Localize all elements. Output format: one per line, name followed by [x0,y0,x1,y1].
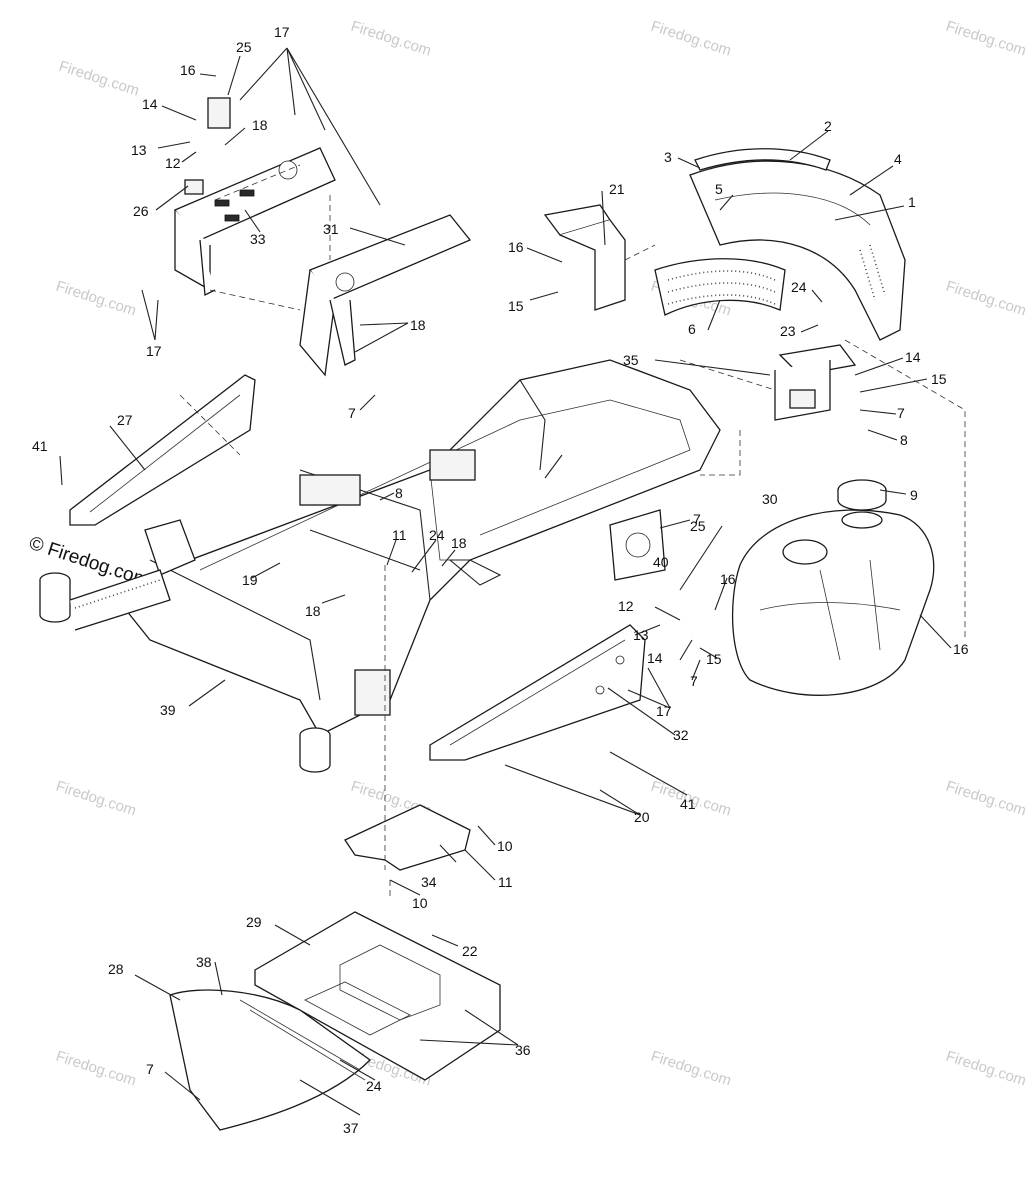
callout-1: 1 [908,194,916,210]
watermark: Firedog.com [649,1048,734,1090]
callout-16: 16 [180,62,196,78]
watermark: Firedog.com [944,778,1025,820]
callout-21: 21 [609,181,625,197]
callout-14: 14 [142,96,158,112]
callout-16: 16 [953,641,969,657]
callout-16: 16 [720,571,736,587]
callout-labels: 1 2 3 4 5 6 7 7 7 7 7 8 8 9 10 10 11 11 … [32,24,969,1136]
side-rail-drawing [69,374,646,761]
callout-34: 34 [421,874,437,890]
callout-41: 41 [32,438,48,454]
bracket-drawing [543,204,857,421]
callout-7: 7 [146,1061,154,1077]
callout-31: 31 [323,221,339,237]
callout-33: 33 [250,231,266,247]
callout-5: 5 [715,181,723,197]
callout-14: 14 [905,349,921,365]
watermark: Firedog.com [54,278,139,320]
watermark: Firedog.com [54,778,139,820]
callout-7: 7 [690,673,698,689]
callout-13: 13 [131,142,147,158]
callout-26: 26 [133,203,149,219]
callout-18: 18 [305,603,321,619]
main-frame-drawing [39,359,721,773]
callout-32: 32 [673,727,689,743]
watermark: Firedog.com [944,278,1025,320]
fender-drawing [654,148,906,341]
fuel-tank-drawing [731,479,935,696]
callout-4: 4 [894,151,902,167]
callout-24: 24 [366,1078,382,1094]
callout-8: 8 [900,432,908,448]
callout-22: 22 [462,943,478,959]
callout-14: 14 [647,650,663,666]
callout-12: 12 [165,155,181,171]
floor-pan-drawing [169,804,501,1131]
callout-18: 18 [451,535,467,551]
watermark: Firedog.com [54,1048,139,1090]
callout-15: 15 [706,651,722,667]
callout-24: 24 [429,527,445,543]
callout-40: 40 [653,554,669,570]
callout-12: 12 [618,598,634,614]
watermark: Firedog.com [57,58,142,100]
callout-9: 9 [910,487,918,503]
callout-35: 35 [623,352,639,368]
callout-17: 17 [274,24,290,40]
callout-10: 10 [497,838,513,854]
callout-17: 17 [146,343,162,359]
callout-3: 3 [664,149,672,165]
callout-11: 11 [392,527,407,543]
watermark: Firedog.com [944,1048,1025,1090]
callout-38: 38 [196,954,212,970]
callout-37: 37 [343,1120,359,1136]
callout-25: 25 [236,39,252,55]
callout-7: 7 [693,511,701,527]
callout-15: 15 [931,371,947,387]
callout-7: 7 [348,405,356,421]
watermark: Firedog.com [349,18,434,60]
callout-28: 28 [108,961,124,977]
callout-18: 18 [252,117,268,133]
callout-39: 39 [160,702,176,718]
leader-lines [59,47,966,1116]
callout-6: 6 [688,321,696,337]
callout-20: 20 [634,809,650,825]
console-panel-drawing [173,97,472,377]
callout-13: 13 [633,627,649,643]
callout-2: 2 [824,118,832,134]
callout-36: 36 [515,1042,531,1058]
callout-23: 23 [780,323,796,339]
callout-7: 7 [897,405,905,421]
callout-41: 41 [680,796,696,812]
callout-8: 8 [395,485,403,501]
callout-10: 10 [412,895,428,911]
watermark: Firedog.com [649,18,734,60]
callout-27: 27 [117,412,133,428]
callout-17: 17 [656,703,672,719]
callout-25: 25 [690,518,706,534]
callout-19: 19 [242,572,258,588]
part-drawings [39,47,966,1131]
callout-15: 15 [508,298,524,314]
callout-30: 30 [762,491,778,507]
callout-24: 24 [791,279,807,295]
callout-18: 18 [410,317,426,333]
callout-16: 16 [508,239,524,255]
watermark: Firedog.com [944,18,1025,60]
callout-29: 29 [246,914,262,930]
callout-11: 11 [498,874,513,890]
